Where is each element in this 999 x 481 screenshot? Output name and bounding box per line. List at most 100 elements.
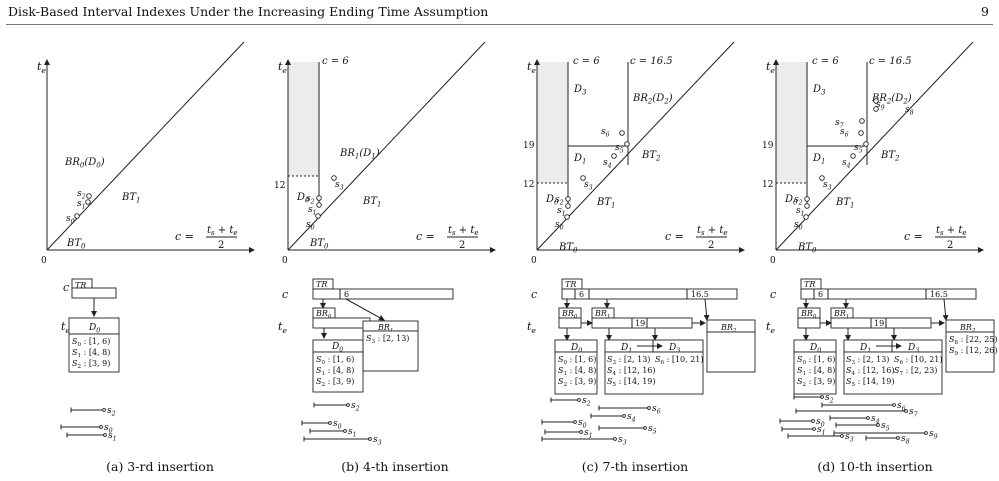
point-label-s1: s1 <box>557 206 566 217</box>
point-label-s5: s5 <box>648 424 657 435</box>
br1-node-label: BR1 <box>833 309 849 320</box>
running-title: Disk-Based Interval Indexes Under the In… <box>8 4 489 19</box>
c-node-key-1: 6 <box>579 290 584 299</box>
interval-s3: s3 <box>303 435 382 446</box>
d0-node-label: D0 <box>570 343 582 354</box>
entry-1: S1 : [4, 8) <box>72 348 110 359</box>
point-marker <box>819 175 825 181</box>
point-marker <box>346 403 350 407</box>
entry-0: S0 : [1, 6) <box>558 355 596 366</box>
point-label-s1: s1 <box>796 206 805 217</box>
bt2-label: BT2 <box>880 150 900 163</box>
point-label-s0: s0 <box>306 220 315 231</box>
arrow-br1 <box>345 298 385 321</box>
point-label-s2: s2 <box>825 393 834 404</box>
point-marker <box>858 130 864 136</box>
c-node <box>71 287 117 299</box>
d0-node <box>554 351 598 395</box>
point-marker <box>565 196 571 202</box>
y19-label: 19 <box>762 141 774 151</box>
point-label-s0: s0 <box>66 214 75 225</box>
interval-s7: s7 <box>795 407 918 418</box>
br0-row <box>558 317 582 329</box>
point-marker <box>803 214 809 220</box>
point-label-s1: s1 <box>308 205 317 216</box>
br2-label: BR2(D2) <box>632 93 673 106</box>
point-marker <box>565 203 571 209</box>
point-label-s3: s3 <box>335 180 344 191</box>
interval-s9: s9 <box>833 429 938 440</box>
point-marker <box>328 421 332 425</box>
formula-numerator: ts + te <box>207 225 238 237</box>
formula-denominator: 2 <box>708 240 714 251</box>
bt0-label: BT0 <box>309 238 329 251</box>
c6-top-label: c = 6 <box>322 56 349 67</box>
d0-node-label: D0 <box>331 342 343 353</box>
entry-1: S1 : [4, 8) <box>558 366 596 377</box>
c-level-label: c <box>282 288 288 301</box>
point-label-s1: s1 <box>348 427 357 438</box>
point-marker <box>577 398 581 402</box>
d0-node <box>793 351 837 395</box>
point-label-s8: s8 <box>901 434 910 445</box>
point-label-s2: s2 <box>582 396 591 407</box>
br1-key: 19 <box>635 319 645 328</box>
point-label-s2: s2 <box>555 195 564 206</box>
formula-denominator: 2 <box>459 240 465 251</box>
point-marker <box>892 403 896 407</box>
d0-region-label: D0 <box>545 194 559 207</box>
interval-s6: s6 <box>598 404 661 415</box>
entry-3: S3 : [2, 13) <box>846 355 889 366</box>
d1d3-node <box>604 351 704 395</box>
point-marker <box>343 429 347 433</box>
formula-numerator: ts + te <box>936 225 967 237</box>
interval-s3: s3 <box>541 435 627 446</box>
page-number: 9 <box>981 4 989 19</box>
point-marker <box>580 175 586 181</box>
c-level-label: c <box>531 288 537 301</box>
bt0-label: BT0 <box>797 242 817 255</box>
point-label-s0: s0 <box>333 419 342 430</box>
point-label-s4: s4 <box>842 158 851 169</box>
origin-label: 0 <box>531 256 537 266</box>
br1-node-label: BR1 <box>594 309 610 320</box>
interval-s4: s4 <box>829 414 880 425</box>
interval-s8: s8 <box>865 434 910 445</box>
point-marker <box>316 202 322 208</box>
d3-region-label: D3 <box>812 84 826 97</box>
page-header: Disk-Based Interval Indexes Under the In… <box>0 0 999 25</box>
point-marker <box>579 430 583 434</box>
point-label-s2: s2 <box>107 406 116 417</box>
point-marker <box>564 214 570 220</box>
bt2-label: BT2 <box>641 150 661 163</box>
br1-key: 19 <box>874 319 884 328</box>
d0-region-label: D0 <box>784 194 798 207</box>
y12-label: 12 <box>762 180 773 190</box>
arrow-br2 <box>942 298 949 321</box>
br0-node-label: BR0 <box>561 309 578 320</box>
entry-0: S0 : [1, 6) <box>797 355 835 366</box>
c6-top-label: c = 6 <box>573 56 600 67</box>
point-label-s1: s1 <box>77 199 86 210</box>
point-marker <box>85 199 91 205</box>
shaded-region <box>776 62 807 183</box>
br2-node-label: BR2 <box>720 323 737 334</box>
formula-denominator: 2 <box>218 240 224 251</box>
te-level-label: te <box>61 320 70 335</box>
d3-region-label: D3 <box>573 84 587 97</box>
tr-label: TR <box>316 280 327 289</box>
point-marker <box>924 431 928 435</box>
interval-s0: s0 <box>60 423 113 434</box>
caption-c: (c) 7-th insertion <box>581 459 689 474</box>
br0-label: BR0(D0) <box>64 157 105 170</box>
tr-label: TR <box>804 280 815 289</box>
point-label-s0: s0 <box>794 220 803 231</box>
br0-row <box>797 317 821 329</box>
bt0-label: BT0 <box>558 242 578 255</box>
label: c = <box>904 230 923 243</box>
bt1-label: BT1 <box>362 196 382 209</box>
point-label-s5: s5 <box>881 421 890 432</box>
point-label-s7: s7 <box>835 118 844 129</box>
